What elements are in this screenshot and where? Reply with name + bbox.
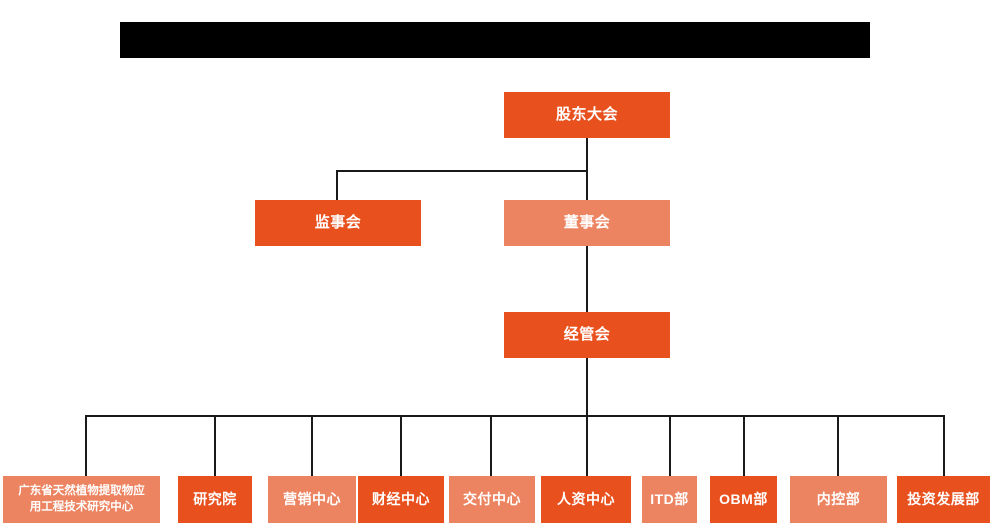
node-delivery-center[interactable]: 交付中心 [449,476,535,523]
node-internal-control-dept[interactable]: 内控部 [790,476,887,523]
connector-management-stem [586,358,588,416]
node-board-of-directors[interactable]: 董事会 [504,200,670,246]
connector-drop-finance-center [400,415,402,476]
node-investment-development-dept-label: 投资发展部 [907,490,980,507]
connector-drop-engineering-research-center [85,415,87,476]
node-engineering-research-center-line1: 广东省天然植物提取物应 [18,484,145,497]
node-obm-dept[interactable]: OBM部 [710,476,777,523]
connector-drop-obm-dept [743,415,745,476]
connector-department-bus [85,415,943,417]
connector-drop-marketing-center [311,415,313,476]
node-marketing-center-label: 营销中心 [283,490,341,507]
connector-drop-investment-development-dept [943,415,945,476]
node-research-institute[interactable]: 研究院 [178,476,252,523]
node-engineering-research-center[interactable]: 广东省天然植物提取物应 用工程技术研究中心 [3,476,160,523]
connector-drop-directors [586,170,588,200]
node-hr-center[interactable]: 人资中心 [541,476,631,523]
node-delivery-center-label: 交付中心 [463,490,521,507]
node-shareholders-meeting-label: 股东大会 [555,105,618,123]
node-finance-center[interactable]: 财经中心 [358,476,444,523]
node-marketing-center[interactable]: 营销中心 [268,476,356,523]
node-board-of-directors-label: 董事会 [563,213,611,231]
node-management-committee-label: 经管会 [563,325,611,343]
node-board-of-supervisors[interactable]: 监事会 [255,200,421,246]
connector-directors-to-management [586,246,588,312]
node-engineering-research-center-line2: 用工程技术研究中心 [29,500,134,513]
connector-drop-internal-control-dept [837,415,839,476]
connector-drop-hr-center [586,415,588,476]
connector-drop-research-institute [214,415,216,476]
connector-drop-delivery-center [490,415,492,476]
node-board-of-supervisors-label: 监事会 [314,213,362,231]
node-itd-dept-label: ITD部 [650,490,689,507]
node-obm-dept-label: OBM部 [719,490,768,507]
node-finance-center-label: 财经中心 [372,490,430,507]
connector-drop-supervisors [336,170,338,200]
node-hr-center-label: 人资中心 [557,490,615,507]
connector-level2-bus [336,170,588,172]
node-investment-development-dept[interactable]: 投资发展部 [897,476,990,523]
connector-drop-itd-dept [669,415,671,476]
node-internal-control-dept-label: 内控部 [816,490,861,507]
node-shareholders-meeting[interactable]: 股东大会 [504,92,670,138]
node-itd-dept[interactable]: ITD部 [642,476,697,523]
redacted-title-bar [120,22,870,58]
node-engineering-research-center-label: 广东省天然植物提取物应 用工程技术研究中心 [14,484,149,515]
node-research-institute-label: 研究院 [193,490,237,507]
connector-shareholders-stem [586,138,588,172]
node-management-committee[interactable]: 经管会 [504,312,670,358]
